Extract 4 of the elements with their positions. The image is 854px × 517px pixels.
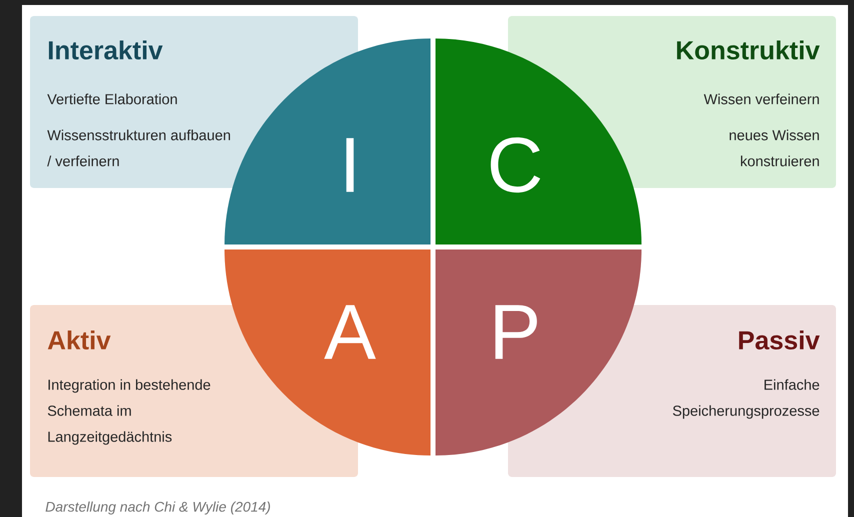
quadrant-segment: C [436, 38, 642, 244]
caption: Darstellung nach Chi & Wylie (2014) [46, 501, 270, 515]
quadrant-segment: A [224, 250, 430, 456]
quadrant-segment: P [436, 250, 642, 456]
